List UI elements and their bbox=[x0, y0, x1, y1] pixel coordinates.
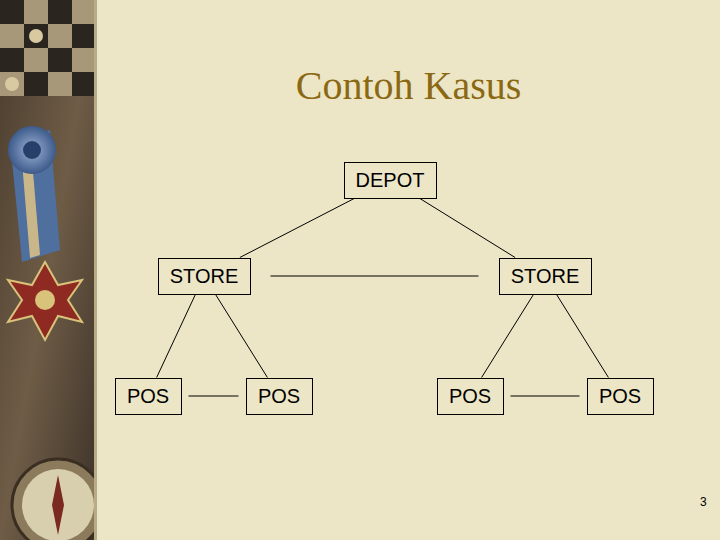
node-text: POS bbox=[599, 384, 641, 408]
connector-line bbox=[482, 295, 534, 378]
node-text: POS bbox=[127, 384, 169, 408]
node-box: DEPOT bbox=[344, 162, 437, 199]
connector-line bbox=[157, 295, 196, 378]
connector-line bbox=[271, 276, 479, 277]
node-text: POS bbox=[449, 384, 491, 408]
chessboard bbox=[0, 0, 97, 96]
strip-edge bbox=[94, 0, 97, 540]
node-box: POS bbox=[246, 378, 313, 415]
compass bbox=[12, 459, 97, 540]
node-box: POS bbox=[115, 378, 182, 415]
connector-line bbox=[189, 396, 239, 397]
slide-title: Contoh Kasus bbox=[97, 62, 720, 109]
node-box: STORE bbox=[499, 258, 592, 295]
node-text: DEPOT bbox=[356, 168, 425, 192]
connector-line bbox=[420, 199, 515, 258]
node-text: STORE bbox=[170, 264, 239, 288]
node-box: STORE bbox=[158, 258, 251, 295]
node-text: POS bbox=[258, 384, 300, 408]
node-text: STORE bbox=[511, 264, 580, 288]
ribbon-medal bbox=[8, 126, 60, 262]
connector-line bbox=[511, 396, 580, 397]
connector-line bbox=[216, 295, 268, 378]
node-box: POS bbox=[437, 378, 504, 415]
connector-line bbox=[557, 295, 609, 378]
node-box: POS bbox=[587, 378, 654, 415]
page-number: 3 bbox=[700, 495, 707, 509]
cross-medal bbox=[8, 262, 82, 340]
photo-strip bbox=[0, 0, 97, 540]
connector-line bbox=[240, 199, 354, 258]
